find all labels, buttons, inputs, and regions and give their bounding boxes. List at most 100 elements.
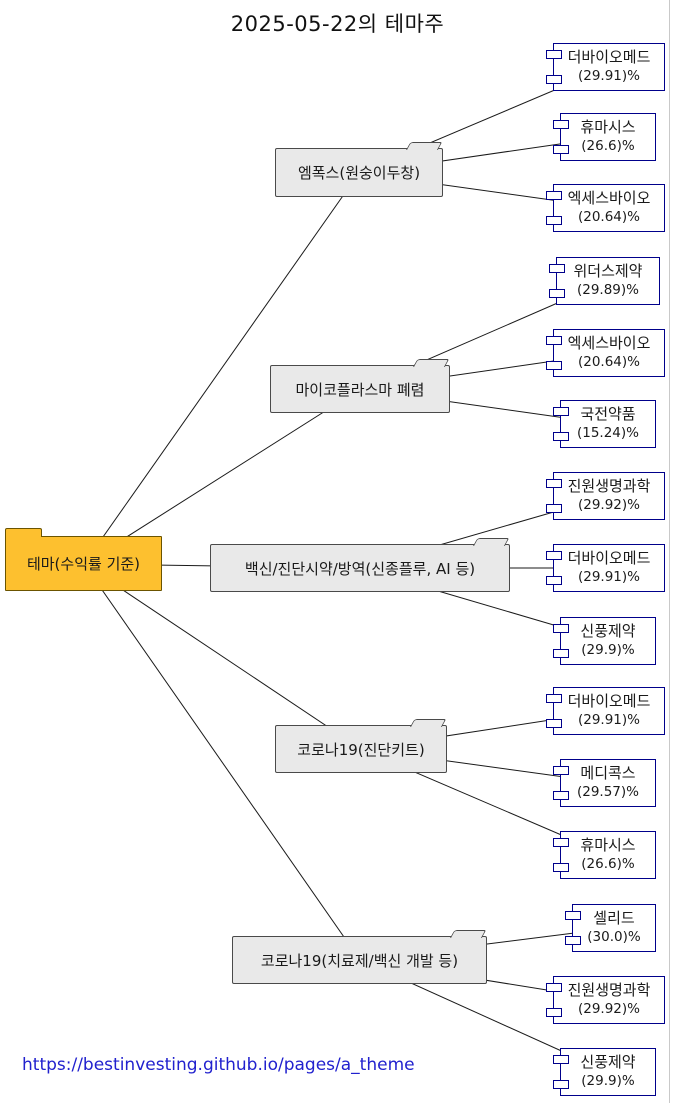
component-tab-icon: [546, 576, 562, 585]
stock-return: (15.24)%: [576, 424, 639, 441]
stock-name: 위더스제약: [573, 262, 643, 281]
component-tab-icon: [553, 1055, 569, 1064]
source-url-link[interactable]: https://bestinvesting.github.io/pages/a_…: [22, 1055, 415, 1075]
stock-return: (20.64)%: [577, 208, 640, 225]
component-tab-icon: [553, 649, 569, 658]
stock-node: 휴마시스 (26.6)%: [553, 113, 656, 161]
edge-line: [83, 563, 362, 750]
component-tab-icon: [553, 407, 569, 416]
stock-node: 더바이오메드 (29.91)%: [546, 544, 665, 592]
stock-return: (30.0)%: [587, 928, 641, 945]
root-node-theme: 테마(수익률 기준): [5, 528, 162, 591]
component-tab-icon: [553, 120, 569, 129]
folder-tab-icon: [450, 930, 487, 938]
component-tab-icon: [546, 983, 562, 992]
stock-node: 신풍제약 (29.9)%: [553, 1048, 656, 1096]
root-node-label: 테마(수익률 기준): [26, 555, 141, 573]
component-tab-icon: [553, 838, 569, 847]
component-tab-icon: [546, 504, 562, 513]
stock-name: 신풍제약: [580, 1053, 636, 1072]
stock-name: 신풍제약: [580, 622, 636, 641]
theme-node-covid-treatment: 코로나19(치료제/백신 개발 등): [232, 930, 487, 984]
component-tab-icon: [546, 191, 562, 200]
folder-tab-icon: [410, 719, 447, 727]
component-tab-icon: [546, 719, 562, 728]
component-tab-icon: [553, 791, 569, 800]
folder-tab-icon: [406, 142, 443, 150]
stock-return: (29.9)%: [581, 1072, 635, 1089]
stock-node: 국전약품 (15.24)%: [553, 400, 656, 448]
component-tab-icon: [553, 766, 569, 775]
stock-name: 진원생명과학: [567, 981, 651, 1000]
stock-node: 더바이오메드 (29.91)%: [546, 43, 665, 91]
theme-node-vaccine: 백신/진단시약/방역(신종플루, AI 등): [210, 538, 510, 592]
component-tab-icon: [546, 216, 562, 225]
theme-node-label: 마이코플라스마 폐렴: [295, 380, 425, 399]
stock-node: 엑세스바이오 (20.64)%: [546, 184, 665, 232]
component-tab-icon: [553, 863, 569, 872]
stock-return: (20.64)%: [577, 353, 640, 370]
component-tab-icon: [553, 432, 569, 441]
folder-tab-icon: [5, 528, 42, 537]
component-tab-icon: [565, 936, 581, 945]
component-tab-icon: [546, 336, 562, 345]
stock-name: 휴마시스: [580, 836, 636, 855]
stock-name: 더바이오메드: [567, 692, 651, 711]
diagram-title: 2025-05-22의 테마주: [230, 12, 445, 36]
theme-node-label: 코로나19(치료제/백신 개발 등): [260, 951, 459, 970]
stock-return: (26.6)%: [581, 137, 635, 154]
component-tab-icon: [565, 911, 581, 920]
component-tab-icon: [546, 50, 562, 59]
stock-name: 더바이오메드: [567, 549, 651, 568]
stock-name: 휴마시스: [580, 118, 636, 137]
theme-node-mycoplasma: 마이코플라스마 폐렴: [270, 359, 450, 413]
stock-return: (29.91)%: [577, 568, 640, 585]
stock-node: 진원생명과학 (29.92)%: [546, 976, 665, 1024]
right-edge-divider: [669, 0, 670, 1103]
stock-node: 엑세스바이오 (20.64)%: [546, 329, 665, 377]
component-tab-icon: [546, 75, 562, 84]
stock-name: 메디콕스: [580, 764, 636, 783]
stock-name: 셀리드: [593, 909, 635, 928]
theme-node-label: 코로나19(진단키트): [297, 740, 425, 759]
stock-return: (29.57)%: [576, 783, 639, 800]
stock-node: 휴마시스 (26.6)%: [553, 831, 656, 879]
edge-line: [83, 563, 361, 961]
stock-return: (29.92)%: [577, 496, 640, 513]
edge-line: [83, 172, 360, 565]
component-tab-icon: [546, 694, 562, 703]
theme-node-label: 백신/진단시약/방역(신종플루, AI 등): [244, 559, 476, 578]
stock-name: 국전약품: [580, 405, 636, 424]
theme-node-label: 엠폭스(원숭이두창): [297, 164, 421, 182]
component-tab-icon: [553, 624, 569, 633]
component-tab-icon: [546, 1008, 562, 1017]
component-tab-icon: [546, 479, 562, 488]
stock-return: (29.91)%: [577, 67, 640, 84]
stock-name: 엑세스바이오: [567, 334, 651, 353]
stock-return: (26.6)%: [581, 855, 635, 872]
folder-tab-icon: [413, 359, 450, 367]
stock-node: 신풍제약 (29.9)%: [553, 617, 656, 665]
stock-return: (29.92)%: [577, 1000, 640, 1017]
component-tab-icon: [549, 289, 565, 298]
component-tab-icon: [546, 551, 562, 560]
stock-return: (29.89)%: [576, 281, 639, 298]
theme-node-covid-kit: 코로나19(진단키트): [275, 719, 447, 773]
stock-node: 메디콕스 (29.57)%: [553, 759, 656, 807]
theme-node-mpox: 엠폭스(원숭이두창): [275, 142, 443, 197]
stock-node: 더바이오메드 (29.91)%: [546, 687, 665, 735]
stock-name: 더바이오메드: [567, 48, 651, 67]
stock-return: (29.91)%: [577, 711, 640, 728]
stock-name: 엑세스바이오: [567, 189, 651, 208]
stock-node: 위더스제약 (29.89)%: [549, 257, 660, 305]
component-tab-icon: [549, 264, 565, 273]
stock-name: 진원생명과학: [567, 477, 651, 496]
component-tab-icon: [553, 145, 569, 154]
component-tab-icon: [546, 361, 562, 370]
stock-node: 셀리드 (30.0)%: [565, 904, 656, 952]
component-tab-icon: [553, 1080, 569, 1089]
stock-return: (29.9)%: [581, 641, 635, 658]
folder-tab-icon: [473, 538, 510, 546]
edge-line: [83, 388, 361, 565]
